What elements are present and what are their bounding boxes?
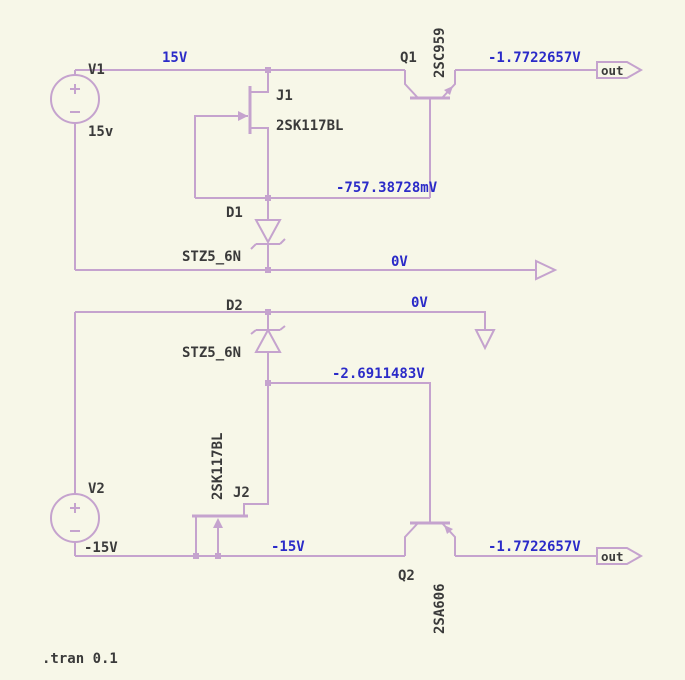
component-j2[interactable] [192,514,248,528]
wire-j1-source[interactable] [250,127,269,198]
plus-icon [70,503,80,513]
net-label-out-bottom[interactable]: -1.7722657V [488,539,581,555]
j2-gate-arrow-icon [213,518,223,528]
junction-0v-top [265,267,271,273]
d1-ref-label[interactable]: D1 [226,205,243,221]
q1-emitter-arrow-icon [444,86,453,95]
d1-zener-bar[interactable] [250,238,286,250]
wire-0v-bottom[interactable] [75,311,486,330]
net-label-out-top[interactable]: -1.7722657V [488,50,581,66]
net-label-q1-base[interactable]: -757.38728mV [336,180,438,196]
junction-q2-node [265,380,271,386]
port-arrow-down-icon[interactable] [474,329,496,351]
d1-value-label[interactable]: STZ5_6N [182,249,241,265]
component-q2[interactable] [404,521,456,556]
d2-value-label[interactable]: STZ5_6N [182,345,241,361]
junction-j2-gate [215,553,221,559]
plus-icon [70,84,80,94]
net-label-top-rail[interactable]: 15V [162,50,188,66]
component-q1[interactable] [404,70,456,100]
v2-body[interactable] [50,493,100,543]
d2-triangle[interactable] [254,327,282,353]
component-v2[interactable] [50,493,100,543]
wire-q2-base-node[interactable] [268,382,431,523]
d2-ref-label[interactable]: D2 [226,298,243,314]
j1-ref-label[interactable]: J1 [276,88,293,104]
net-label-bottom-rail[interactable]: -15V [271,539,305,555]
net-label-gnd-bottom[interactable]: 0V [411,295,428,311]
v1-ref-label[interactable]: V1 [88,62,105,78]
v1-body[interactable] [50,74,100,124]
v2-ref-label[interactable]: V2 [88,481,105,497]
q1-ref-label[interactable]: Q1 [400,50,417,66]
d2-zener-bar[interactable] [250,325,286,335]
component-v1[interactable] [50,70,100,124]
out-flag-top-label[interactable]: out [601,63,624,78]
q2-collector[interactable] [404,522,419,556]
out-flag-top[interactable]: out [596,61,644,79]
net-label-q2-base[interactable]: -2.6911483V [332,366,425,382]
junction-q1-node [265,195,271,201]
component-d1[interactable] [250,219,286,250]
out-flag-bottom[interactable]: out [596,547,644,565]
q1-emitter[interactable] [441,70,456,99]
wire-j1-drain[interactable] [250,70,269,93]
j2-value-label[interactable]: 2SK117BL [210,433,226,500]
component-d2[interactable] [250,325,286,353]
junction-j2-drain [193,553,199,559]
j1-value-label[interactable]: 2SK117BL [276,118,343,134]
q2-value-label[interactable]: 2SA606 [432,583,448,634]
j1-gate-arrow-icon [238,111,248,121]
junction-top-rail [265,67,271,73]
wire-j1-gate-loop[interactable] [194,115,248,198]
q1-value-label[interactable]: 2SC959 [432,27,448,78]
q2-emitter-arrow-icon [444,525,453,534]
d1-triangle[interactable] [254,219,282,245]
j2-ref-label[interactable]: J2 [233,485,250,501]
spice-directive[interactable]: .tran 0.1 [42,651,118,667]
wire-j2-source[interactable] [243,383,269,516]
component-j1[interactable] [238,86,252,134]
port-arrow-right-icon[interactable] [535,259,558,281]
q1-collector[interactable] [404,70,419,99]
net-label-gnd-top[interactable]: 0V [391,254,408,270]
out-flag-bottom-outline[interactable] [596,547,644,565]
out-flag-top-outline[interactable] [596,61,644,79]
v2-value-label[interactable]: -15V [84,540,118,556]
v1-value-label[interactable]: 15v [88,124,113,140]
out-flag-bottom-label[interactable]: out [601,549,624,564]
q2-ref-label[interactable]: Q2 [398,568,415,584]
junction-0v-bottom [265,309,271,315]
